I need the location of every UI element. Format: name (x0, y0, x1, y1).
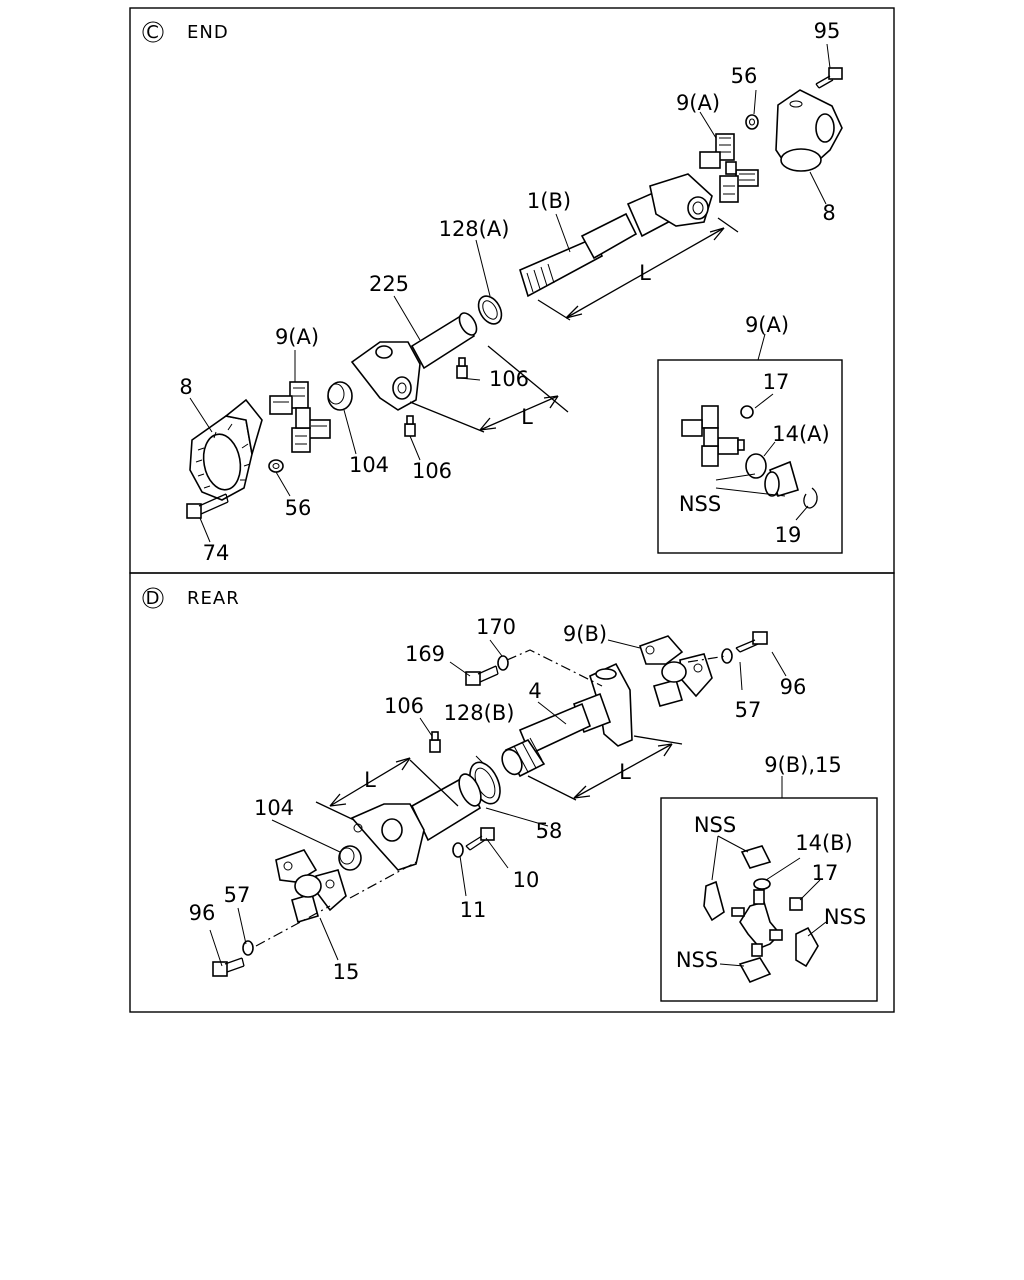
section-c-letter: C (146, 22, 160, 43)
end-grease-fitting-lower (404, 415, 416, 437)
rear-washer-170 (497, 655, 509, 671)
end-grease-fitting-upper (456, 357, 468, 379)
inset-label-nss-bottom: NSS (676, 948, 718, 972)
label-96-left: 96 (189, 901, 216, 925)
label-96-right: 96 (780, 675, 807, 699)
section-d-letter: D (146, 588, 161, 609)
end-universal-joint-left (269, 381, 331, 453)
rear-washer-11 (452, 842, 464, 858)
inset-label-nss-top: NSS (694, 813, 736, 837)
section-c-circle (142, 21, 164, 43)
rear-bolt-169 (465, 665, 499, 686)
label-58: 58 (536, 819, 563, 843)
label-9a-left: 9(A) (275, 325, 319, 349)
inset-label-14b: 14(B) (795, 831, 853, 855)
rear-bolt-96-left (212, 957, 245, 977)
label-1b: 1(B) (527, 189, 571, 213)
label-106-upper: 106 (489, 367, 529, 391)
label-169: 169 (405, 642, 445, 666)
inset-label-17: 17 (763, 370, 790, 394)
rear-section-title: REAR (187, 588, 240, 609)
end-bearing-cap-104 (327, 381, 353, 411)
rear-bolt-96-right (735, 631, 768, 653)
end-inset-frame (657, 359, 843, 554)
label-l-left: L (364, 768, 376, 792)
inset-label-nss-right: NSS (824, 905, 866, 929)
inset-label-nss: NSS (679, 492, 721, 516)
label-225: 225 (369, 272, 409, 296)
label-106: 106 (384, 694, 424, 718)
label-74: 74 (203, 541, 230, 565)
end-bolt-95 (815, 67, 843, 89)
label-128b: 128(B) (444, 701, 515, 725)
end-ring-128a (477, 295, 503, 325)
end-inset-box (657, 333, 843, 554)
rear-slip-yoke (350, 773, 482, 871)
inset-label-14a: 14(A) (772, 422, 829, 446)
end-dimension-l-lower (409, 345, 569, 433)
end-yoke-top-right (775, 89, 843, 172)
end-section: C END (129, 7, 895, 574)
inset-label-19: 19 (775, 523, 802, 547)
label-15: 15 (333, 960, 360, 984)
rear-dimension-l-right (527, 735, 683, 801)
rear-leader-lines (209, 639, 787, 967)
label-l-right: L (619, 760, 631, 784)
end-flange-yoke-left (189, 398, 263, 501)
end-washer-56-top (745, 114, 759, 130)
end-dimension-l-upper (537, 217, 739, 321)
label-l-upper: L (639, 261, 651, 285)
rear-bearing-cap-104 (338, 845, 362, 871)
rear-universal-joint-15 (275, 849, 347, 924)
label-56-top: 56 (731, 64, 758, 88)
rear-center-lines (255, 649, 727, 947)
rear-washer-57-right (721, 648, 733, 664)
label-9a-top: 9(A) (676, 91, 720, 115)
end-slip-yoke-225 (350, 312, 478, 411)
label-57-right: 57 (735, 698, 762, 722)
label-4: 4 (528, 679, 541, 703)
label-l-lower: L (521, 405, 533, 429)
label-8-left: 8 (179, 375, 192, 399)
inset-title-9b-15: 9(B),15 (764, 753, 842, 777)
rear-washer-57-left (242, 940, 254, 956)
label-9b: 9(B) (563, 622, 607, 646)
label-106-lower: 106 (412, 459, 452, 483)
end-section-title: END (187, 22, 229, 43)
end-bolt-74 (186, 493, 229, 519)
label-95: 95 (814, 19, 841, 43)
rear-universal-joint-9b (638, 635, 713, 707)
rear-section: D REAR (129, 572, 895, 1013)
rear-inset-frame (660, 797, 878, 1002)
label-104-rear: 104 (254, 796, 294, 820)
label-10: 10 (513, 868, 540, 892)
end-leader-lines (189, 43, 831, 543)
label-57-left: 57 (224, 883, 251, 907)
label-104: 104 (349, 453, 389, 477)
label-8-right: 8 (822, 201, 835, 225)
rear-shaft-4 (501, 662, 633, 778)
rear-bolt-10 (465, 827, 495, 851)
label-56-bottom: 56 (285, 496, 312, 520)
inset-label-17-rear: 17 (812, 861, 839, 885)
rear-dimension-l-left (315, 757, 459, 821)
label-128a: 128(A) (439, 217, 510, 241)
section-d-circle (142, 587, 164, 609)
rear-inset-box (660, 776, 878, 1002)
rear-section-frame (129, 572, 895, 1013)
inset-title-9a: 9(A) (745, 313, 789, 337)
end-universal-joint-top (699, 133, 759, 203)
label-11: 11 (460, 898, 487, 922)
label-170: 170 (476, 615, 516, 639)
end-shaft-1b (519, 173, 713, 298)
end-washer-56-bottom (268, 459, 284, 473)
